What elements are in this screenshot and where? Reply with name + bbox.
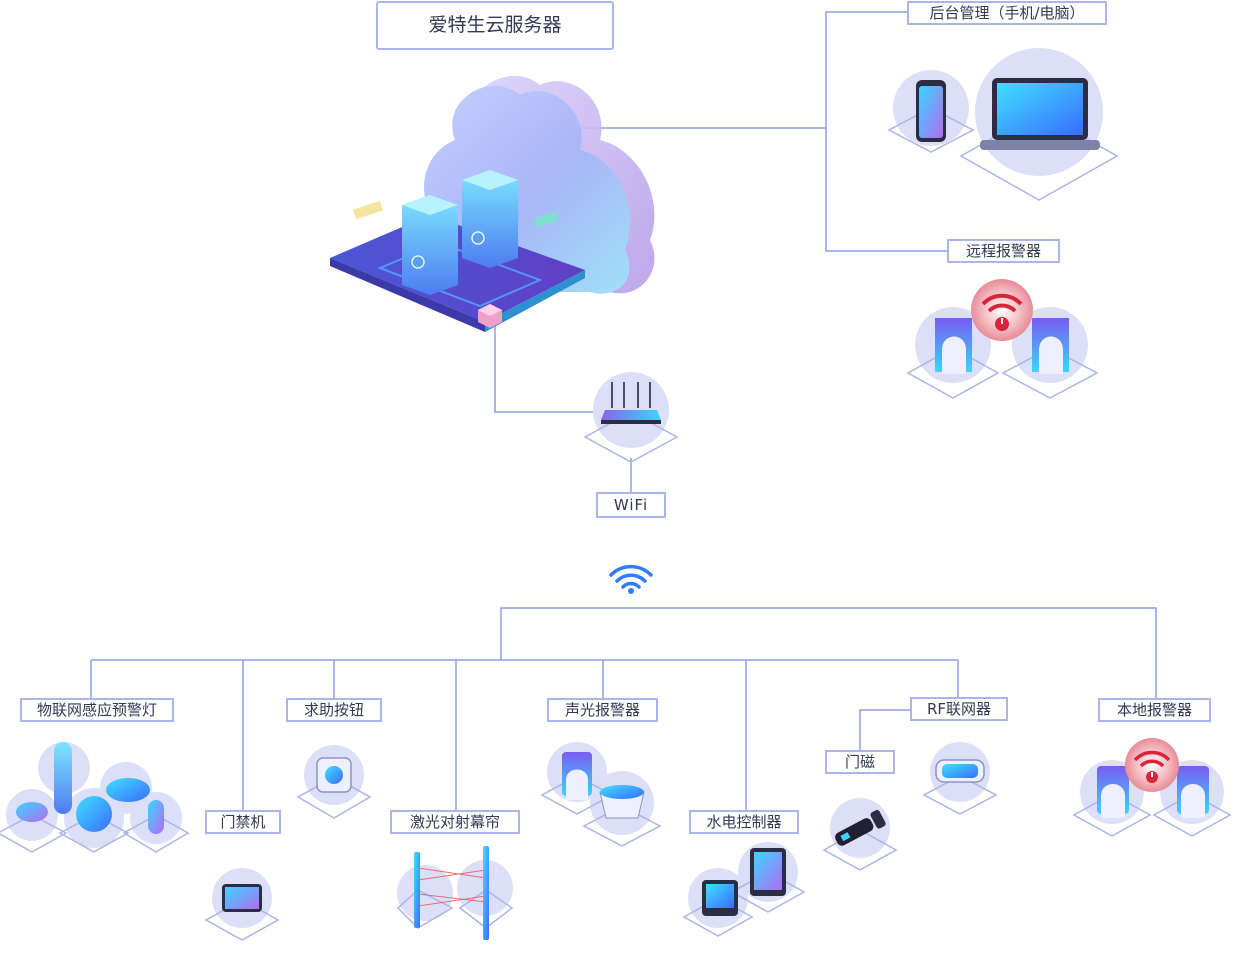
- light-capsule-icon: [148, 800, 164, 834]
- rf-gateway-device: [922, 742, 998, 815]
- laptop-icon: [980, 78, 1100, 150]
- iot-light-devices: [0, 742, 190, 853]
- laser-receiver-icon: [483, 846, 489, 940]
- controller-tablet-icon: [750, 848, 786, 896]
- door-magnet-device: [822, 798, 898, 871]
- phone-icon: [916, 80, 946, 142]
- laser-emitter-icon: [414, 852, 420, 928]
- alarm-signal-icon: [971, 279, 1033, 341]
- remote-alarm-devices: [906, 279, 1099, 399]
- local-alarm-label: 本地报警器: [1098, 698, 1211, 722]
- cloud-server-illustration: [330, 75, 655, 332]
- wifi-label: WiFi: [596, 492, 666, 518]
- controller-panel-icon: [702, 880, 738, 916]
- water-power-controller-label: 水电控制器: [689, 810, 799, 834]
- line-rf-to-magnet: [859, 709, 911, 750]
- admin-label: 后台管理（手机/电脑）: [907, 1, 1107, 25]
- light-dome-icon: [106, 778, 150, 802]
- door-access-device: [204, 868, 280, 941]
- pink-cube: [478, 304, 502, 328]
- iot-light-label: 物联网感应预警灯: [20, 698, 174, 722]
- line-cloud-to-admin: [578, 11, 908, 129]
- siren-icon: [599, 785, 645, 819]
- local-alarm-devices: [1072, 738, 1232, 837]
- line-server-to-router: [494, 320, 600, 413]
- wifi-signal-icon: [609, 564, 653, 594]
- connection-lines: [90, 11, 1157, 810]
- help-button-label: 求助按钮: [286, 698, 382, 722]
- alarm-device-icon: [1032, 318, 1069, 374]
- laser-curtain-label: 激光对射幕帘: [390, 810, 520, 834]
- server-tower-right: [462, 170, 518, 268]
- sound-light-alarm-devices: [540, 742, 662, 847]
- router-icon: [601, 382, 661, 424]
- cloud-server-title: 爱特生云服务器: [376, 1, 614, 50]
- alarm-signal-icon: [1125, 738, 1179, 792]
- remote-alarm-label: 远程报警器: [947, 239, 1060, 263]
- router-device: [583, 372, 679, 463]
- door-magnet-label: 门磁: [825, 750, 895, 774]
- laser-curtain-device: [396, 846, 514, 940]
- alarm-device-icon: [1097, 766, 1129, 818]
- door-magnet-icon: [835, 810, 886, 846]
- water-power-controller-devices: [682, 842, 806, 937]
- line-bus-top: [500, 607, 1157, 698]
- alarm-device-icon: [935, 318, 972, 374]
- line-cloud-to-remote-alarm: [825, 128, 948, 252]
- light-column-icon: [54, 742, 72, 814]
- server-tower-left: [402, 195, 458, 295]
- door-access-label: 门禁机: [205, 810, 281, 834]
- alarm-device-icon: [1177, 766, 1209, 818]
- help-button-device: [296, 745, 372, 819]
- admin-devices: [887, 48, 1119, 201]
- light-puck-icon: [16, 802, 48, 822]
- alarm-device-icon: [562, 752, 592, 800]
- sound-light-alarm-label: 声光报警器: [547, 698, 658, 722]
- light-globe-icon: [76, 796, 112, 832]
- rf-gateway-label: RF联网器: [910, 697, 1008, 721]
